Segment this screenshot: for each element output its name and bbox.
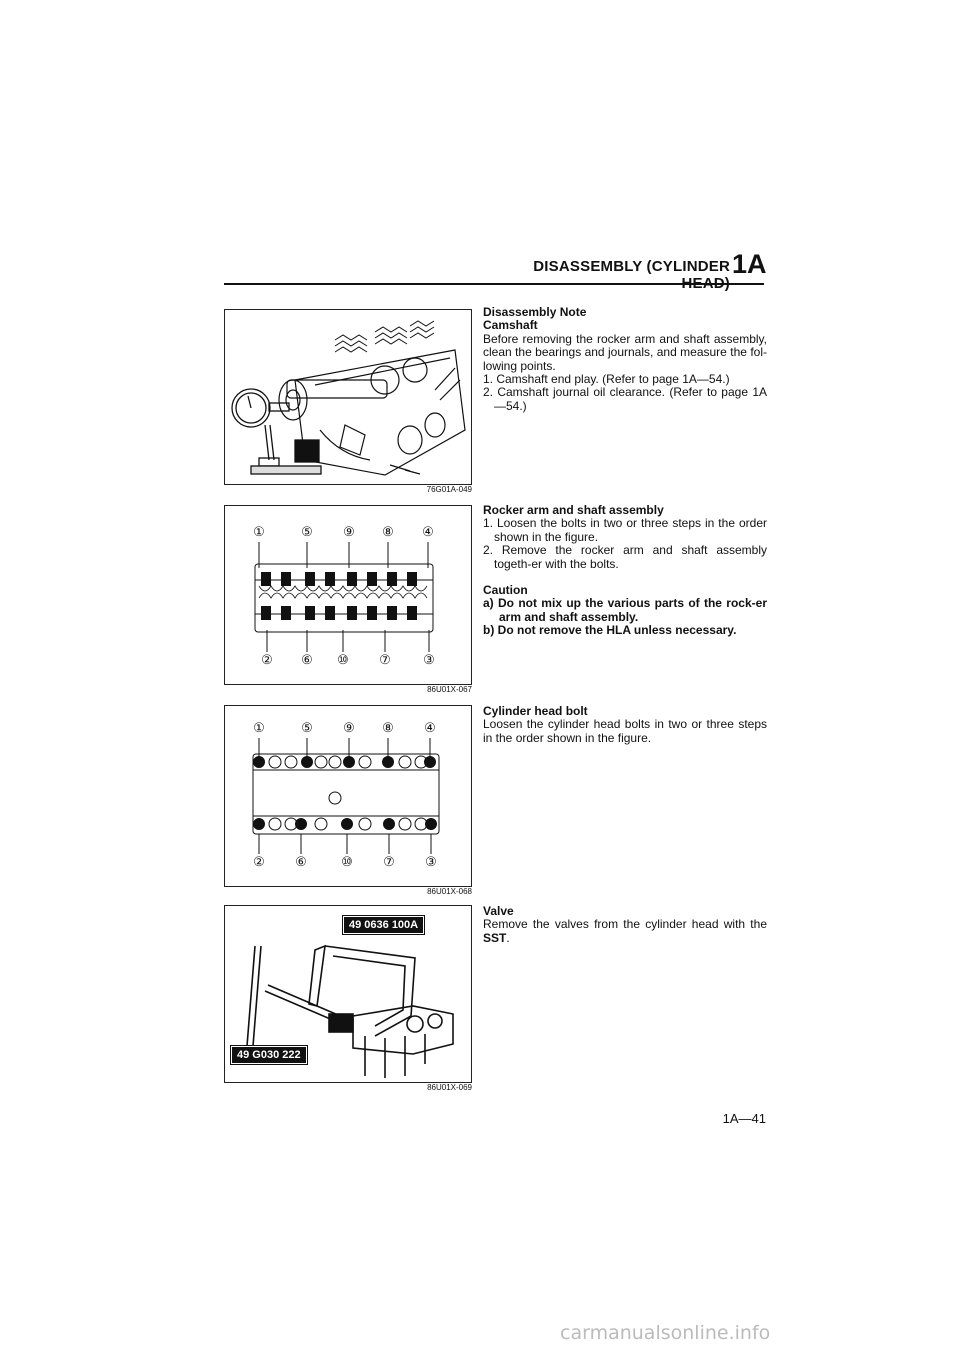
heading-disassembly-note: Disassembly Note	[483, 305, 587, 319]
page-number: 1A—41	[722, 1111, 766, 1126]
list-item: b) Do not remove the HLA unless necessar…	[483, 623, 737, 638]
caution-title: Caution	[483, 583, 528, 598]
bolt-number: ⑦	[383, 855, 395, 870]
heading-cylinder-head-bolt: Cylinder head bolt	[483, 704, 588, 718]
list-item: 1. Camshaft end play. (Refer to page 1A—…	[483, 372, 730, 387]
section-valve: Valve Remove the valves from the cylinde…	[483, 904, 767, 945]
sst-term: SST	[483, 930, 507, 945]
sst-label-adapter: 49 G030 222	[230, 1045, 308, 1065]
bolt-number: ⑧	[382, 721, 394, 736]
list-item: 1. Loosen the bolts in two or three step…	[483, 516, 767, 544]
bolt-number: ③	[425, 855, 437, 870]
bolt-number: ③	[423, 653, 435, 668]
bolt-number: ②	[261, 653, 273, 668]
figure-cylinder-head-bolt-order: ① ⑤ ⑨ ⑧ ④ ② ⑥ ⑩ ⑦ ③	[224, 705, 472, 887]
bolt-number: ⑤	[301, 525, 313, 540]
head-bolt-body: Loosen the cylinder head bolts in two or…	[483, 717, 767, 745]
camshaft-list: 1. Camshaft end play. (Refer to page 1A—…	[483, 372, 767, 413]
bolt-number: ②	[253, 855, 265, 870]
bolt-number: ⑧	[382, 525, 394, 540]
bolt-number: ⑥	[301, 653, 313, 668]
camshaft-body: Before removing the rocker arm and shaft…	[483, 331, 767, 373]
valve-body-text: Remove the valves from the cylinder head…	[483, 917, 767, 932]
section-rocker-arm: Rocker arm and shaft assembly 1. Loosen …	[483, 503, 767, 638]
sst-label-clamp: 49 0636 100A	[341, 915, 426, 935]
valve-body-end: .	[506, 930, 510, 945]
valve-body: Remove the valves from the cylinder head…	[483, 918, 767, 945]
figure-code: 86U01X-069	[427, 1083, 472, 1092]
bolt-number: ⑦	[379, 653, 391, 668]
figure-code: 86U01X-068	[427, 887, 472, 896]
list-item: a) Do not mix up the various parts of th…	[483, 596, 767, 624]
watermark: carmanualsonline.info	[560, 1322, 771, 1344]
bolt-number: ④	[424, 721, 436, 736]
caution-list: a) Do not mix up the various parts of th…	[483, 597, 767, 637]
figure-code: 76G01A-049	[426, 485, 472, 494]
bolt-number: ④	[422, 525, 434, 540]
list-item: 2. Camshaft journal oil clearance. (Refe…	[483, 385, 767, 413]
bolt-number: ⑤	[301, 721, 313, 736]
page-header-title: DISASSEMBLY (CYLINDER HEAD)	[533, 258, 730, 292]
figure-valve-removal-sst: 49 0636 100A 49 G030 222	[224, 905, 472, 1083]
section-camshaft: Disassembly Note Camshaft Before removin…	[483, 305, 767, 413]
list-item: 2. Remove the rocker arm and shaft assem…	[483, 543, 767, 571]
figure-rocker-arm-bolt-order: ① ⑤ ⑨ ⑧ ④ ② ⑥ ⑩ ⑦ ③	[224, 505, 472, 685]
heading-camshaft: Camshaft	[483, 318, 538, 333]
caution-block: Caution a) Do not mix up the various par…	[483, 583, 767, 638]
heading-valve: Valve	[483, 904, 514, 918]
section-cylinder-head-bolt: Cylinder head bolt Loosen the cylinder h…	[483, 704, 767, 745]
bolt-number: ①	[253, 525, 265, 540]
figure-camshaft-dial-gauge	[224, 309, 472, 485]
rocker-list: 1. Loosen the bolts in two or three step…	[483, 517, 767, 571]
figure-code: 86U01X-067	[427, 685, 472, 694]
bolt-number: ⑨	[343, 525, 355, 540]
bolt-number: ⑩	[341, 855, 353, 870]
heading-rocker-arm: Rocker arm and shaft assembly	[483, 503, 664, 517]
bolt-number: ⑨	[343, 721, 355, 736]
header-rule	[224, 283, 764, 285]
bolt-number: ⑩	[337, 653, 349, 668]
section-badge: 1A	[732, 249, 767, 279]
bolt-number: ①	[253, 721, 265, 736]
bolt-number: ⑥	[295, 855, 307, 870]
